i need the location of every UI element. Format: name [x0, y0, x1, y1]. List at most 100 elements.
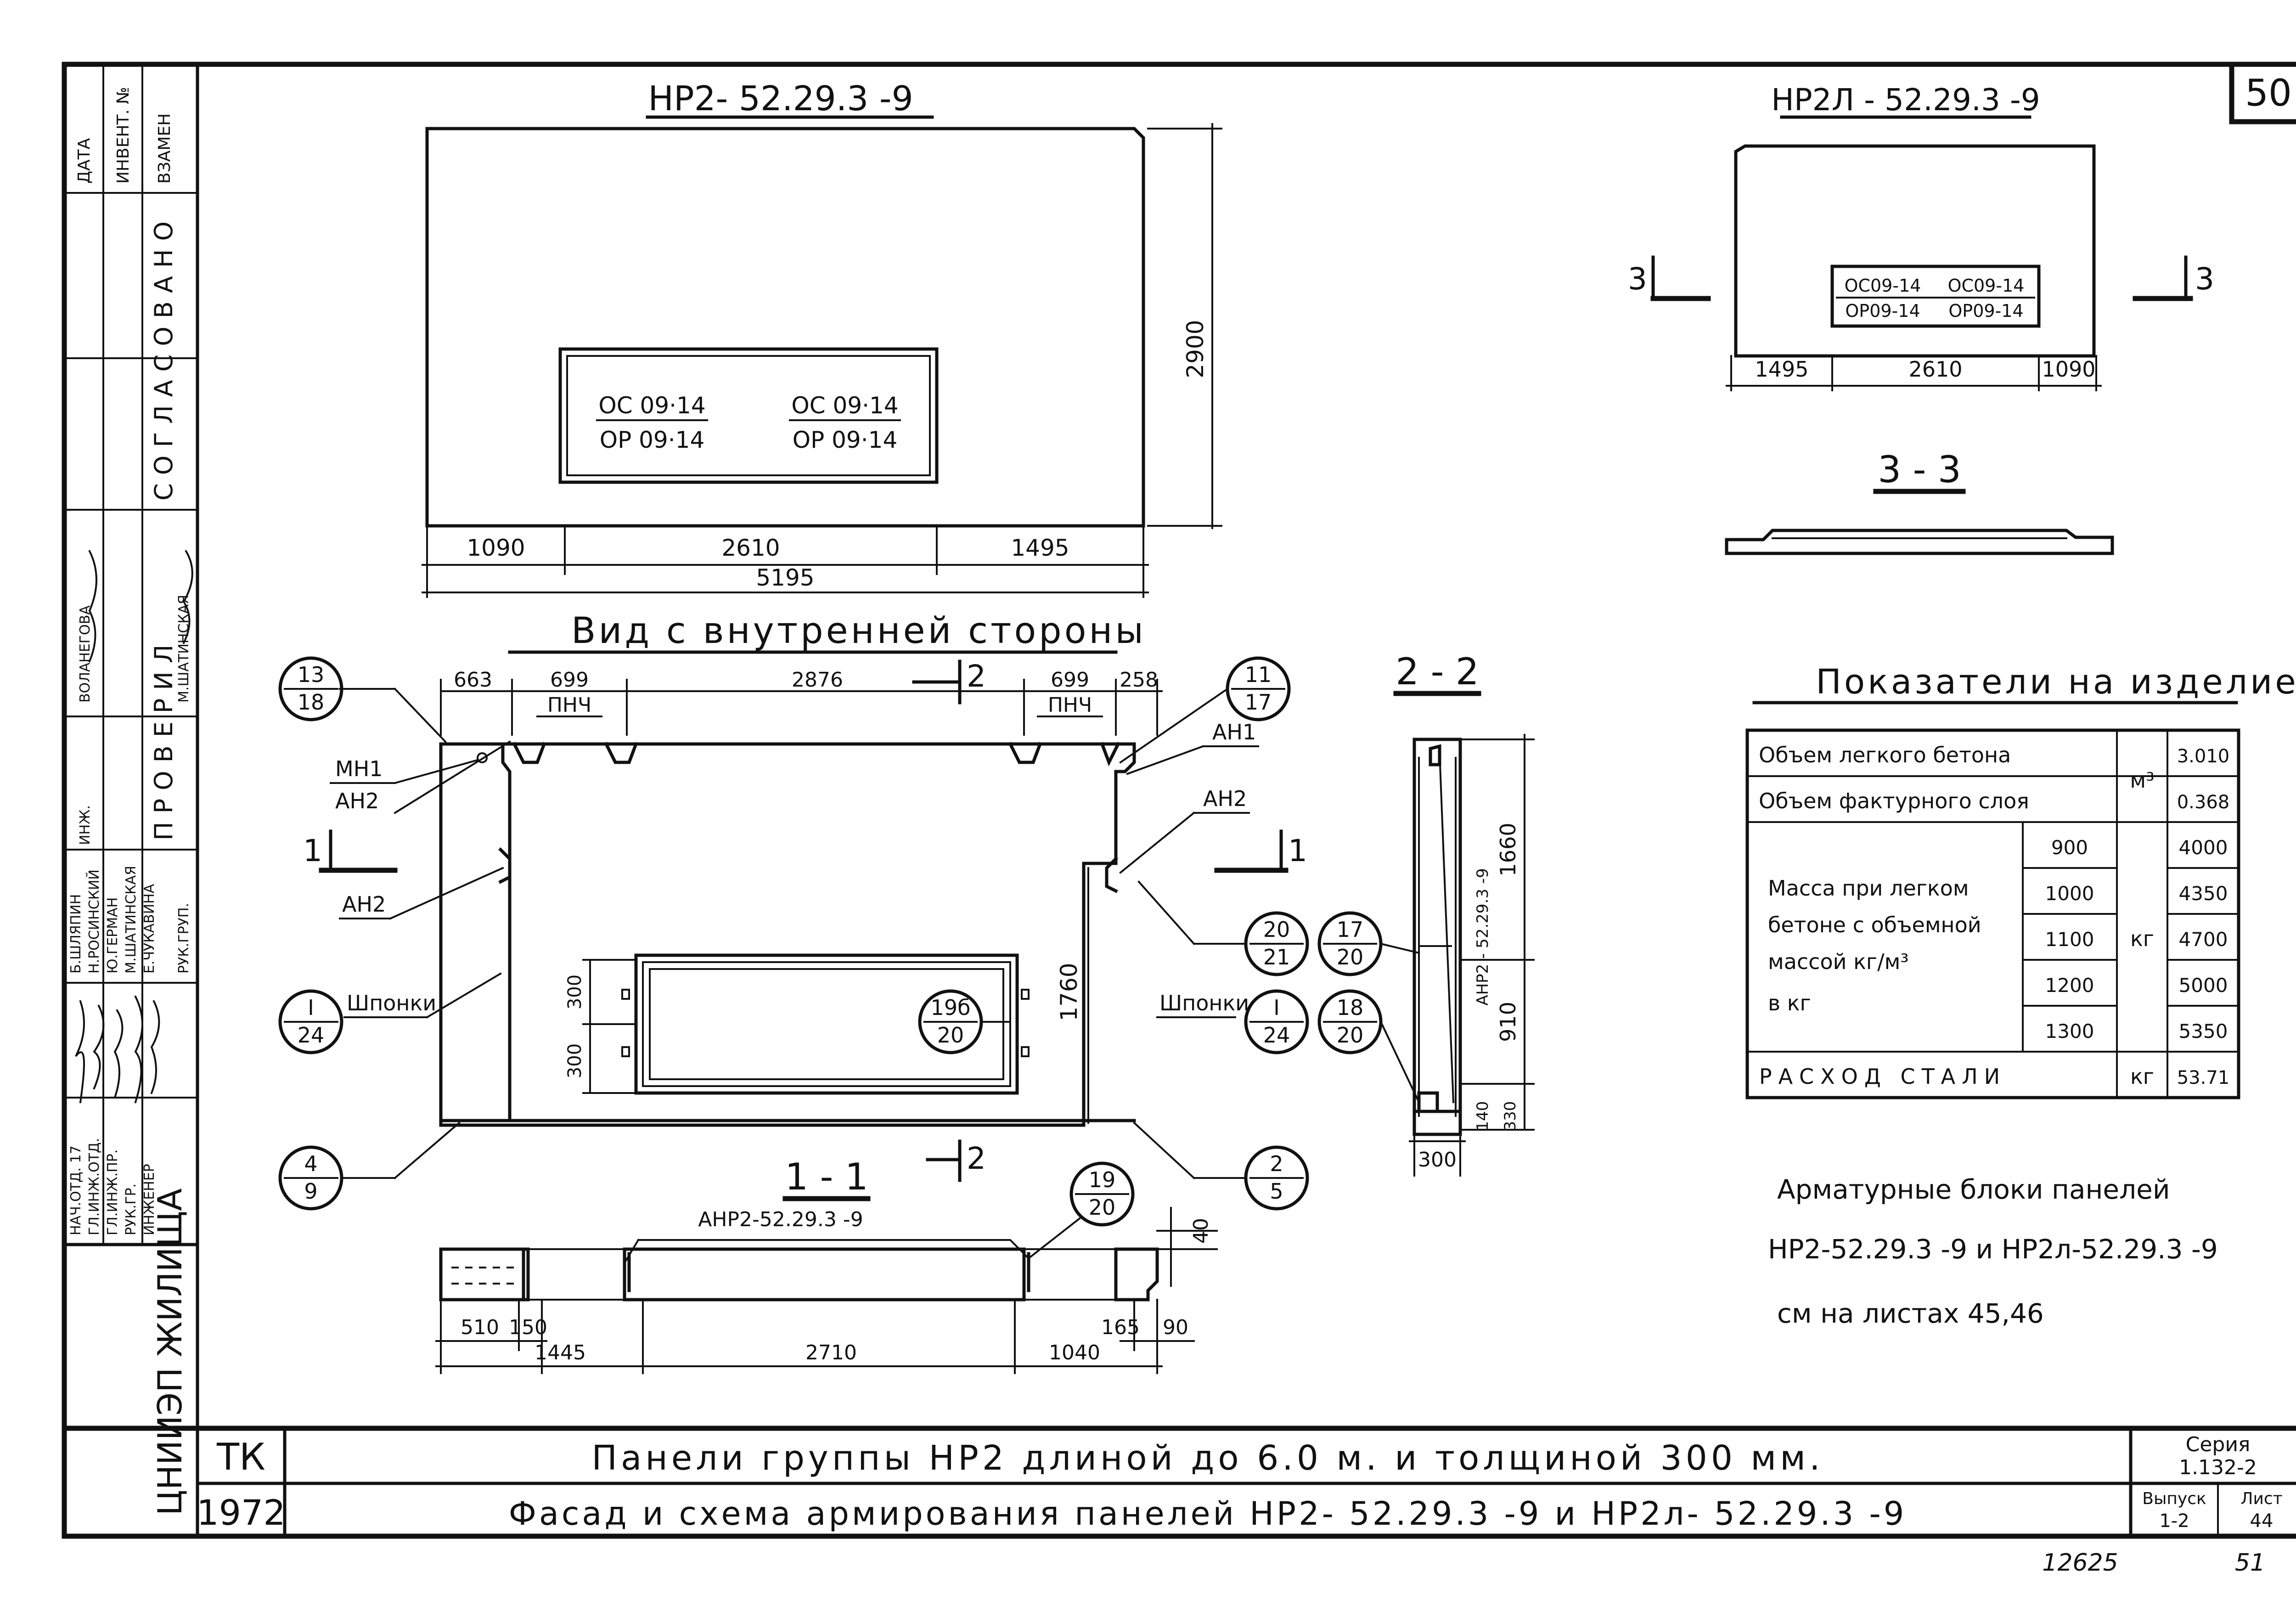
section-22-title: 2 - 2	[1396, 650, 1479, 693]
stamp-col-inventory: ИНВЕНТ. №	[114, 87, 133, 184]
svg-text:4: 4	[304, 1151, 317, 1176]
facade-left-mark-0: ОС09-14	[1845, 276, 1921, 296]
footer-inventory-number: 12625	[2042, 1549, 2118, 1577]
facade-main-dim-1: 2610	[721, 535, 780, 561]
svg-text:9: 9	[304, 1179, 317, 1204]
issue-label: Выпуск	[2142, 1489, 2206, 1508]
stamp-role-0: НАЧ.ОТД. 17	[68, 1145, 84, 1235]
label-an2-left: АН2	[342, 892, 386, 917]
title-year: 1972	[197, 1492, 285, 1533]
callout-13-18: 13 18	[278, 656, 447, 743]
stamp-col-replace: ВЗАМЕН	[155, 113, 174, 184]
inner-dim-0: 663	[454, 668, 492, 692]
sheet-value: 44	[2250, 1510, 2273, 1532]
title-line-2: Фасад и схема армирования панелей НР2- 5…	[509, 1495, 1907, 1533]
stamp-role-2: ГЛ.ИНЖ.ПР.	[105, 1150, 121, 1235]
section-22-block-mark: АНР2 - 52.29.3 -9	[1474, 868, 1492, 1005]
section-11-dim-3: 2710	[805, 1341, 857, 1364]
callout-4-9: 4 9	[278, 1121, 461, 1211]
section-22-dim-4: 300	[1418, 1148, 1457, 1172]
svg-text:24: 24	[1263, 1023, 1290, 1048]
facade-left-mark-1: ОР09-14	[1845, 301, 1920, 321]
callout-20-21: 20 21	[1137, 880, 1309, 976]
facade-left-window	[1830, 265, 2041, 328]
stamp-role-5: ИНЖ.	[77, 805, 93, 845]
reinforcement-note: Арматурные блоки панелей НР2-52.29.3 -9 …	[1768, 1174, 2218, 1329]
density-2: 1100	[2045, 928, 2094, 951]
facade-left: НР2Л - 52.29.3 -9 ОС09-14 ОР09-14 ОС09-1…	[1628, 82, 2214, 391]
title-block: ТК 1972 Панели группы НР2 длиной до 6.0 …	[196, 1426, 2283, 1538]
section-22-dim-2: 140	[1474, 1101, 1492, 1131]
section-11-dim-5: 165	[1101, 1316, 1140, 1339]
facade-left-dim-2: 1090	[2042, 357, 2095, 382]
label-keys-left: Шпонки	[347, 991, 436, 1015]
section-11-dim-2: 1445	[535, 1341, 586, 1364]
section-11-dim-0: 510	[461, 1316, 499, 1339]
indicators-table: Показатели на изделие Объем легкого бето…	[1745, 662, 2296, 1099]
signature-scribbles	[75, 550, 193, 1104]
stamp-name-1: Н.РОСИНСКИЙ	[86, 869, 102, 974]
mass-label-2: массой кг/м³	[1768, 949, 1909, 974]
note-line-0: Арматурные блоки панелей	[1777, 1174, 2170, 1205]
facade-left-outline	[1734, 144, 2096, 358]
section-22-dim-1: 910	[1496, 1002, 1520, 1042]
facade-left-dim-1: 2610	[1908, 357, 1962, 382]
indicator-row-1-value: 0.368	[2177, 792, 2230, 813]
facade-main-total: 5195	[756, 564, 814, 591]
svg-text:19: 19	[1089, 1167, 1116, 1192]
sheet-number: 50	[2245, 72, 2292, 114]
stamp-signoff-heading: СОГЛАСОВАНО	[149, 213, 178, 501]
label-mn1: МН1	[335, 756, 383, 781]
density-0: 900	[2051, 836, 2088, 859]
label-an1: АН1	[1212, 720, 1256, 744]
inner-panel-outline	[439, 742, 1136, 1127]
svg-text:21: 21	[1263, 945, 1290, 969]
section-33-title: 3 - 3	[1878, 448, 1961, 491]
facade-main-height: 2900	[1182, 320, 1209, 378]
section-2-2: 2 - 2 АНР2 - 52.29.3 -9 1660 910 140 330…	[1317, 650, 1535, 1177]
inner-window	[634, 953, 1019, 1095]
section-11-dim-4: 1040	[1049, 1341, 1100, 1364]
facade-left-mark-3: ОР09-14	[1948, 301, 2023, 321]
mass-label-0: Масса при легком	[1768, 876, 1969, 901]
section-11-block-mark: АНР2-52.29.3 -9	[698, 1208, 863, 1231]
window-mark-os-left: ОС 09·14	[598, 392, 705, 419]
svg-text:20: 20	[1337, 1023, 1364, 1048]
steel-value: 53.71	[2177, 1067, 2230, 1088]
stamp-name-volanegova: ВОЛАНЕГОВА	[77, 605, 93, 703]
inner-view-title: Вид с внутренней стороны	[571, 610, 1146, 652]
inner-section-2-bottom: 2	[967, 1141, 986, 1176]
stamp-name-shatinskaya-top: М.ШАТИНСКАЯ	[176, 595, 192, 703]
inner-view: Вид с внутренней стороны 663 699 2876 69…	[278, 610, 1309, 1211]
inner-dim-2: 2876	[792, 668, 843, 692]
stamp-role-3: РУК.ГР.	[123, 1183, 139, 1235]
facade-main: НР2- 52.29.3 -9 ОС 09·14 ОР 09·14 ОС 09·…	[422, 79, 1222, 598]
mass-4: 5350	[2179, 1020, 2228, 1042]
density-3: 1200	[2045, 974, 2094, 997]
inner-window-dim-bottom: 300	[564, 1043, 585, 1078]
inner-dim-3: 699	[1051, 668, 1089, 692]
facade-main-title: НР2- 52.29.3 -9	[648, 79, 913, 118]
indicator-row-0-value: 3.010	[2177, 746, 2230, 767]
inner-window-dim-top: 300	[564, 975, 585, 1009]
window-mark-or-left: ОР 09·14	[600, 427, 705, 453]
title-line-1: Панели группы НР2 длиной до 6.0 м. и тол…	[591, 1438, 1823, 1478]
stamp-role-6: РУК.ГРУП.	[176, 903, 192, 974]
mass-3: 5000	[2179, 974, 2228, 997]
stamp-name-4: Е.ЧУКАВИНА	[141, 884, 158, 974]
stamp-role-4: ИНЖЕНЕР	[141, 1164, 158, 1235]
section-33-profile	[1725, 529, 2114, 555]
svg-text:17: 17	[1337, 917, 1364, 942]
facade-main-dim-2: 1495	[1011, 535, 1069, 561]
facade-left-section-mark-right: 3	[2195, 261, 2214, 297]
issue-value: 1-2	[2159, 1510, 2189, 1532]
mass-1: 4350	[2179, 882, 2228, 905]
svg-text:11: 11	[1245, 662, 1272, 687]
inner-section-1-right: 1	[1288, 833, 1307, 868]
indicator-unit-m3: м³	[2130, 768, 2154, 793]
note-line-2: см на листах 45,46	[1777, 1298, 2044, 1329]
svg-text:20: 20	[937, 1023, 964, 1048]
callout-17-20: 17 20	[1317, 911, 1420, 976]
facade-left-dim-0: 1495	[1755, 357, 1808, 382]
